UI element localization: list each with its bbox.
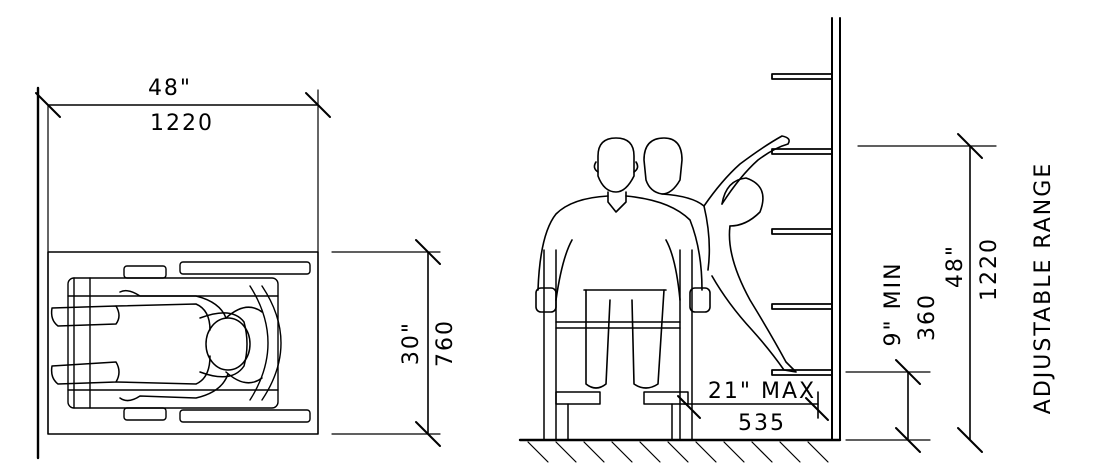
seated-person bbox=[535, 137, 711, 389]
range-dimension bbox=[857, 133, 997, 453]
wheelchair-elevation bbox=[543, 249, 693, 441]
min-height-metric-label: 360 bbox=[915, 293, 940, 341]
reach-metric-label: 535 bbox=[738, 411, 786, 436]
range-metric-label: 1220 bbox=[977, 237, 1002, 301]
width-metric-label: 1220 bbox=[150, 111, 214, 136]
depth-dimension bbox=[331, 239, 441, 447]
adjustable-range-label: ADJUSTABLE RANGE bbox=[1031, 162, 1056, 414]
elevation-view: 21" MAX 535 9" MIN 360 48" 1220 ADJUSTAB… bbox=[518, 17, 1056, 463]
depth-metric-label: 760 bbox=[433, 319, 458, 367]
floor-hatch bbox=[527, 441, 829, 463]
reach-dimension bbox=[677, 391, 829, 421]
reaching-person bbox=[643, 135, 797, 373]
width-dimension bbox=[35, 89, 331, 253]
reach-imperial-label: 21" MAX bbox=[708, 379, 816, 404]
person-plan bbox=[50, 289, 263, 402]
min-height-imperial-label: 9" MIN bbox=[881, 261, 906, 346]
range-imperial-label: 48" bbox=[943, 244, 968, 288]
min-height-dimension bbox=[845, 359, 931, 453]
plan-view: 48" 1220 30" 760 bbox=[35, 76, 458, 460]
clear-floor-space bbox=[47, 251, 319, 435]
depth-imperial-label: 30" bbox=[399, 321, 424, 365]
width-imperial-label: 48" bbox=[148, 76, 192, 101]
wheelchair-plan bbox=[67, 261, 311, 423]
shelves bbox=[771, 73, 833, 376]
